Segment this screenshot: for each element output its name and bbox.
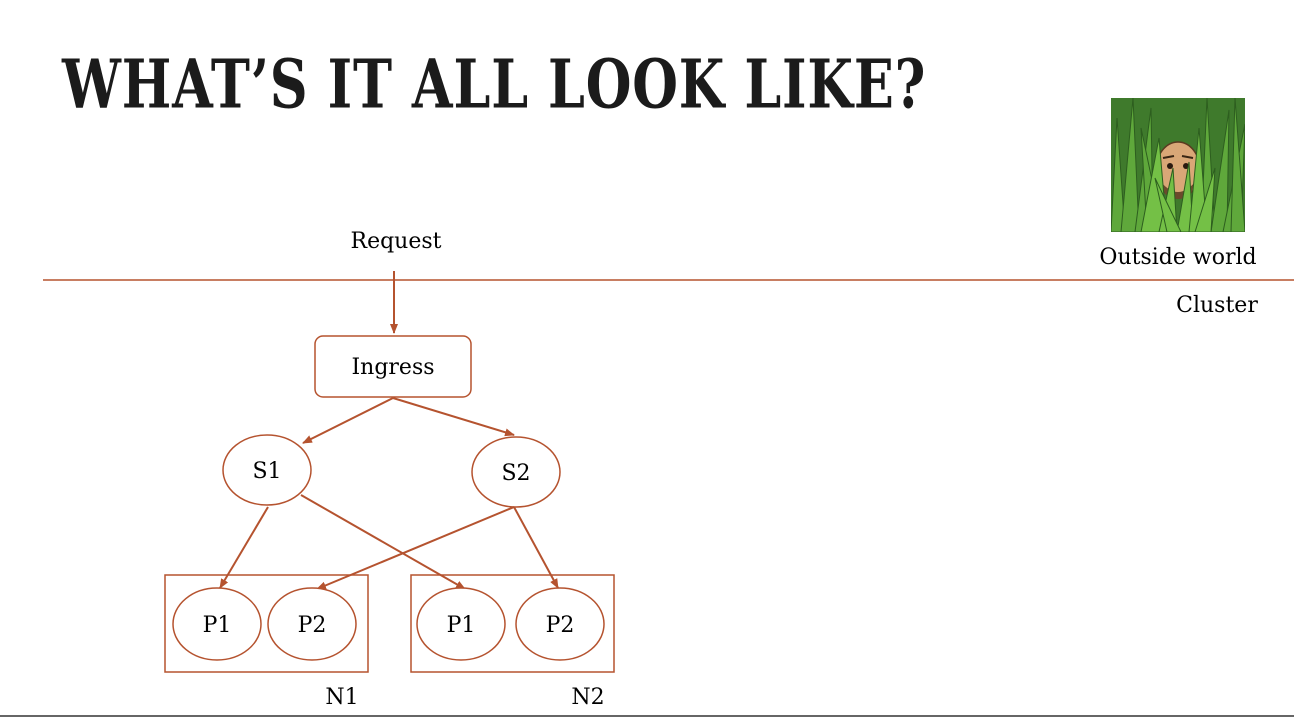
node-n1-label: N1 [325,685,358,710]
n2-pod-p1-label: P1 [447,613,476,638]
ingress-to-s2-arrow [393,398,514,435]
ingress-to-s1-arrow [303,398,393,443]
cluster-label: Cluster [1176,293,1258,318]
node-n2-label: N2 [571,685,604,710]
s2-to-n1p2-arrow [317,507,514,589]
service-s2-label: S2 [501,461,530,486]
n1-pod-p2-label: P2 [298,613,327,638]
request-label: Request [351,229,442,254]
outside-world-label: Outside world [1099,245,1256,270]
n2-pod-p2-label: P2 [546,613,575,638]
service-s1-label: S1 [252,459,281,484]
ingress-label: Ingress [351,355,434,380]
s2-to-n2p2-arrow [514,507,558,588]
s1-to-n1p1-arrow [220,507,268,588]
n1-pod-p1-label: P1 [203,613,232,638]
